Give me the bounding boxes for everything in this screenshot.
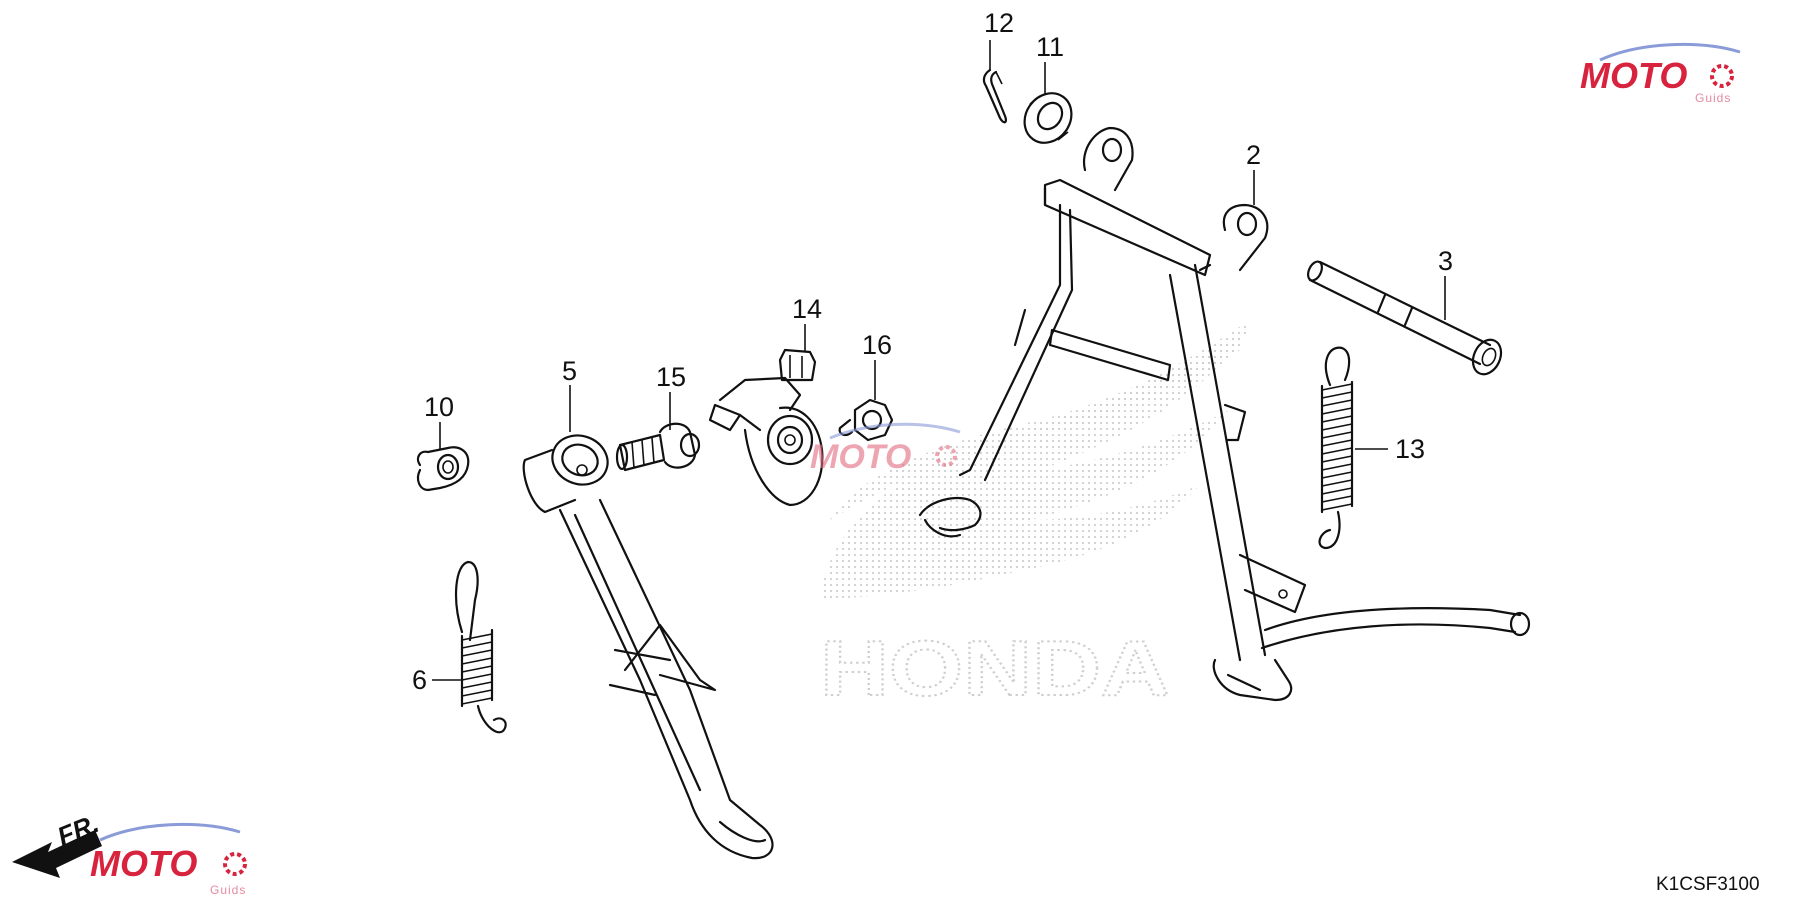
svg-text:MOTO: MOTO	[1580, 55, 1687, 96]
callout-5: 5	[562, 356, 577, 386]
site-logo-bottom: MOTO Guids	[90, 822, 247, 897]
honda-wing-watermark	[820, 320, 1250, 600]
leader-lines	[432, 40, 1446, 681]
callout-11: 11	[1036, 32, 1064, 62]
callout-14: 14	[792, 294, 822, 324]
callout-13: 13	[1395, 434, 1425, 464]
honda-watermark-text: HONDA	[820, 624, 1170, 712]
part-15-bolt	[615, 422, 701, 472]
callout-12: 12	[984, 8, 1014, 38]
part-10-collar	[416, 446, 470, 492]
part-3-pivot-pipe	[1307, 260, 1503, 376]
gear-icon	[1710, 64, 1734, 88]
svg-text:Guids: Guids	[1695, 91, 1731, 105]
part-6-side-stand-spring	[454, 560, 507, 734]
svg-text:MOTO: MOTO	[810, 438, 911, 476]
front-direction-arrow-icon	[12, 830, 102, 878]
part-5-side-stand	[522, 434, 774, 860]
site-logo-top: MOTO Guids	[1580, 42, 1741, 105]
part-2-main-stand	[918, 126, 1531, 702]
part-13-stand-spring	[1318, 346, 1354, 550]
site-logo-center: MOTO	[810, 422, 961, 476]
callout-15: 15	[656, 362, 686, 392]
svg-text:Guids: Guids	[210, 883, 246, 897]
part-14-side-stand-switch	[708, 348, 824, 507]
callout-3: 3	[1438, 246, 1453, 276]
callout-2: 2	[1246, 140, 1261, 170]
callout-16: 16	[862, 330, 892, 360]
part-11-washer	[1023, 92, 1073, 144]
diagram-code: K1CSF3100	[1656, 874, 1760, 895]
svg-text:MOTO: MOTO	[90, 843, 197, 884]
callout-6: 6	[412, 665, 427, 695]
part-16-nut	[838, 398, 894, 442]
part-12-cotter-pin	[982, 68, 1008, 124]
callout-10: 10	[424, 392, 454, 422]
